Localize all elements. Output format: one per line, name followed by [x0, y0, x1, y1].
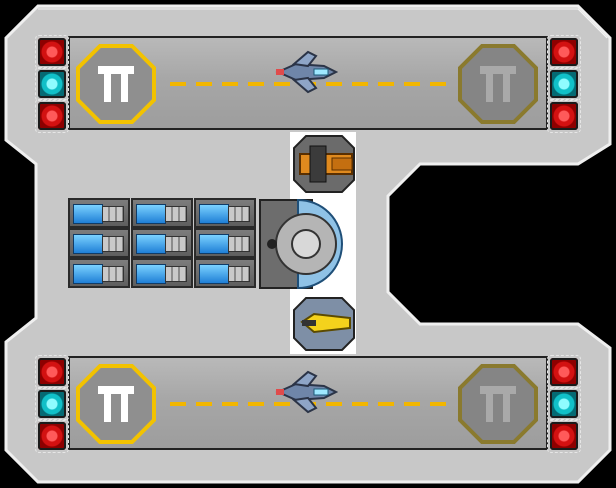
red-signal-light: [547, 99, 581, 133]
turret-icon[interactable]: [292, 134, 356, 194]
red-signal-light: [35, 35, 69, 69]
power-cell-icon[interactable]: [131, 198, 193, 228]
power-cell-icon[interactable]: [194, 198, 256, 228]
red-signal-light: [35, 419, 69, 453]
power-cell-icon[interactable]: [131, 258, 193, 288]
power-cell-icon[interactable]: [194, 228, 256, 258]
red-signal-light: [547, 355, 581, 389]
red-signal-light: [547, 419, 581, 453]
cyan-signal-light: [35, 67, 69, 101]
signal-lights-right-lower: [547, 355, 581, 454]
signal-lights-left-lower: [35, 355, 69, 454]
fighter-ship-icon[interactable]: [274, 370, 338, 414]
power-cell-icon[interactable]: [131, 228, 193, 258]
signal-lights-right-upper: [547, 35, 581, 134]
red-signal-light: [547, 35, 581, 69]
power-cell-icon[interactable]: [68, 228, 130, 258]
landing-pad-icon[interactable]: [458, 44, 538, 124]
fighter-ship-icon[interactable]: [274, 50, 338, 94]
cyan-signal-light: [547, 67, 581, 101]
landing-pad-icon[interactable]: [458, 364, 538, 444]
drone-icon[interactable]: [292, 296, 356, 352]
red-signal-light: [35, 99, 69, 133]
signal-lights-left-upper: [35, 35, 69, 134]
cyan-signal-light: [35, 387, 69, 421]
power-cell-icon[interactable]: [68, 258, 130, 288]
red-signal-light: [35, 355, 69, 389]
landing-pad-icon[interactable]: [76, 44, 156, 124]
power-cell-icon[interactable]: [68, 198, 130, 228]
reactor-icon[interactable]: [258, 198, 354, 290]
cyan-signal-light: [547, 387, 581, 421]
power-cell-icon[interactable]: [194, 258, 256, 288]
landing-pad-icon[interactable]: [76, 364, 156, 444]
